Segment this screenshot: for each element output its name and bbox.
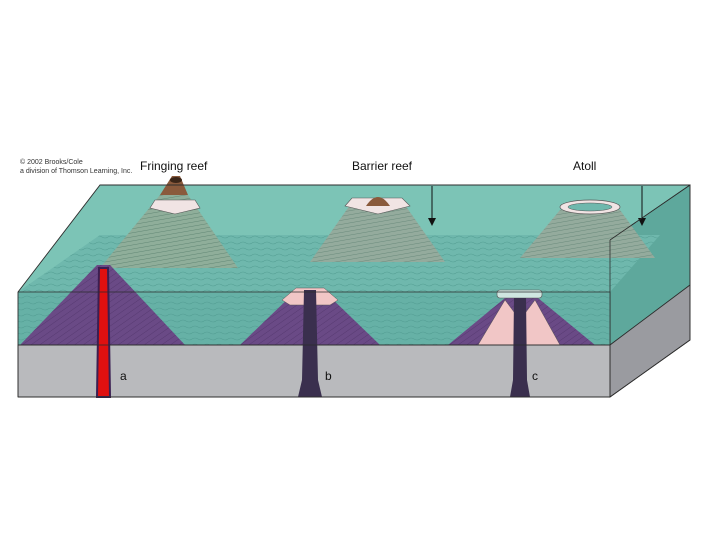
atoll-island xyxy=(520,199,655,258)
stage-label-a: a xyxy=(120,369,127,383)
heading-fringing-reef: Fringing reef xyxy=(140,159,208,173)
stage-label-b: b xyxy=(325,369,332,383)
fringing-reef-island xyxy=(100,176,238,268)
copyright-line-1: © 2002 Brooks/Cole xyxy=(20,159,83,166)
conduit-b xyxy=(298,290,322,397)
subsidence-arrow-barrier xyxy=(428,186,436,226)
barrier-reef-island xyxy=(310,197,445,262)
stage-label-c: c xyxy=(532,369,538,383)
heading-atoll: Atoll xyxy=(573,159,597,173)
heading-barrier-reef: Barrier reef xyxy=(352,159,413,173)
magma-conduit-a xyxy=(95,267,112,398)
conduit-c xyxy=(510,298,530,397)
copyright-line-2: a division of Thomson Learning, Inc. xyxy=(20,168,133,175)
block-top-right-edge xyxy=(609,184,691,241)
